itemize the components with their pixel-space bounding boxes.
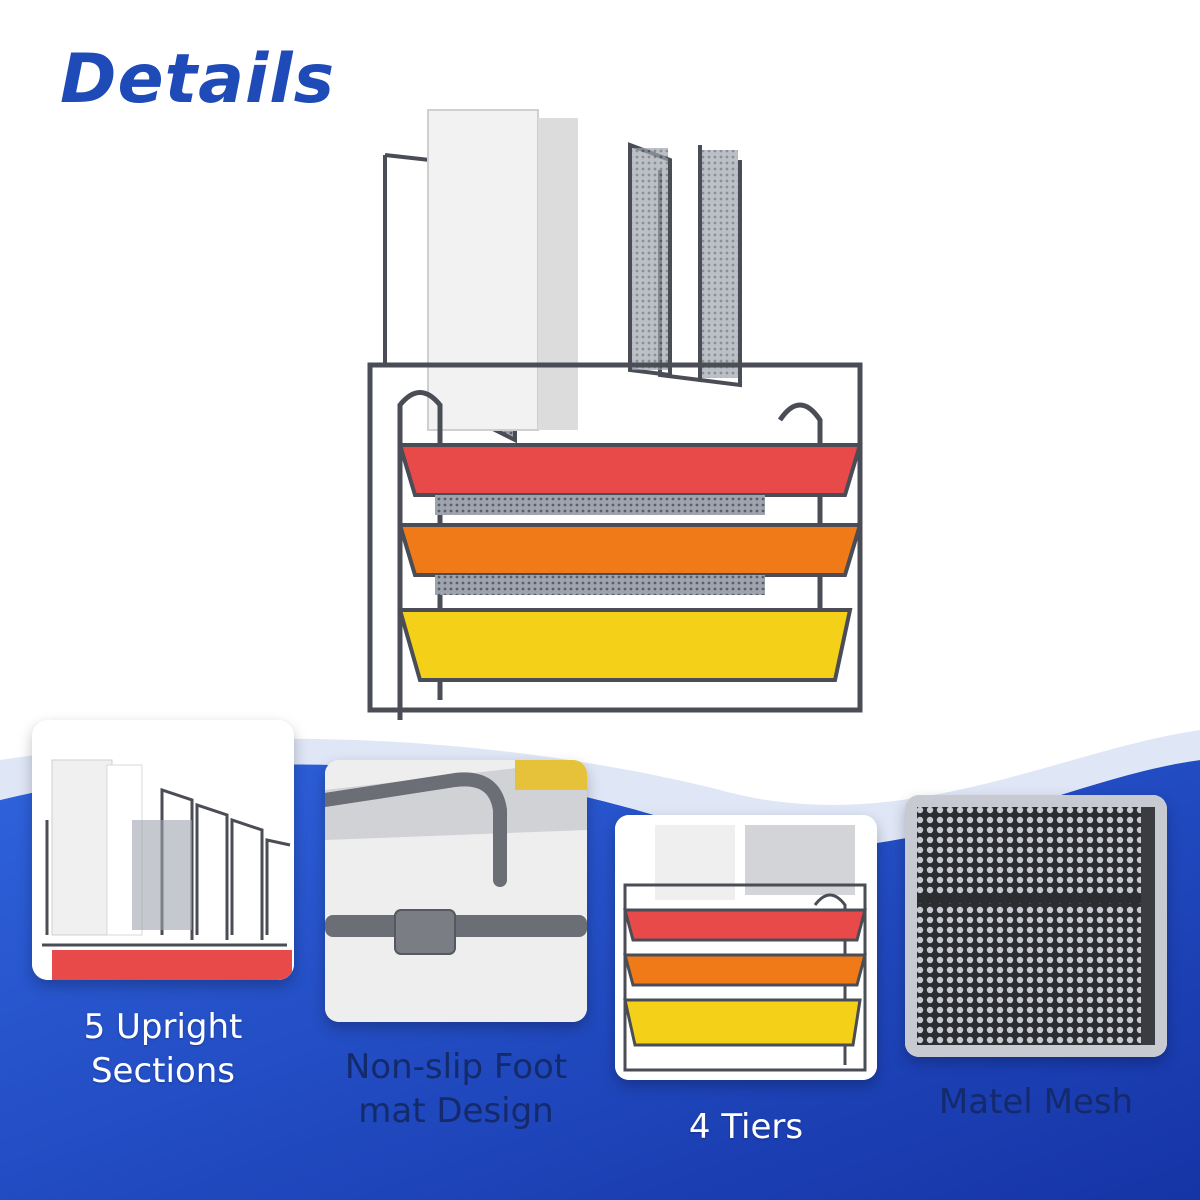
caption-line: Non-slip Foot	[344, 1047, 568, 1087]
caption-line: Sections	[90, 1051, 236, 1091]
feature-card-tiers	[615, 815, 877, 1080]
feature-card-foot-mat	[325, 760, 587, 1022]
page-title: Details	[60, 40, 336, 119]
caption-upright-sections: 5 Upright Sections	[32, 1005, 294, 1093]
caption-line: 4 Tiers	[688, 1107, 804, 1147]
caption-line: mat Design	[358, 1091, 554, 1131]
caption-foot-mat: Non-slip Foot mat Design	[305, 1045, 607, 1133]
upright-sections-photo	[32, 720, 294, 980]
feature-card-mesh	[905, 795, 1167, 1057]
caption-tiers: 4 Tiers	[615, 1105, 877, 1149]
caption-line: Matel Mesh	[938, 1082, 1134, 1122]
feature-card-upright-sections	[32, 720, 294, 980]
blue-wave-background	[0, 730, 1200, 1200]
mesh-photo	[905, 795, 1167, 1057]
caption-line: 5 Upright	[83, 1007, 243, 1047]
tiers-photo	[615, 815, 877, 1080]
desk-organizer-main-image	[367, 109, 863, 720]
caption-mesh: Matel Mesh	[905, 1080, 1167, 1124]
foot-mat-photo	[325, 760, 587, 1022]
